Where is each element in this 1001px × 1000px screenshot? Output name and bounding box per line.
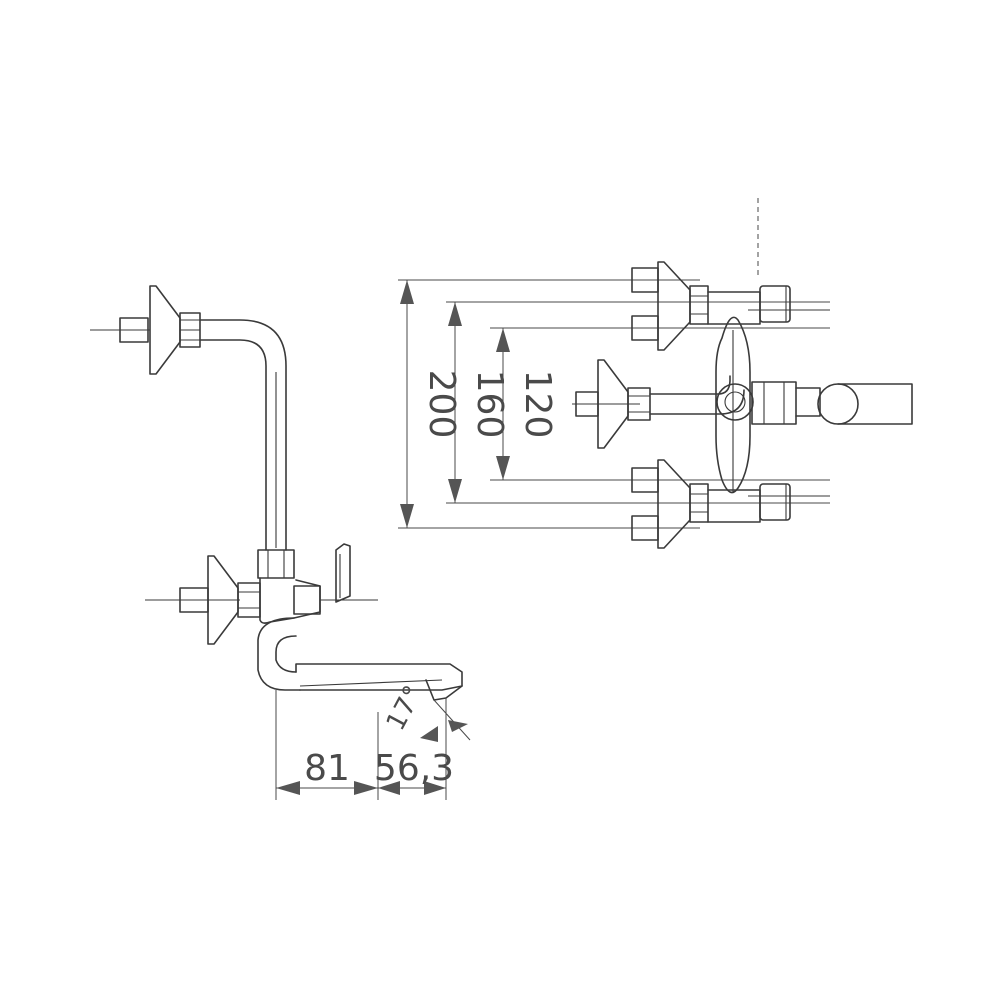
upper-wall-flange (90, 285, 201, 375)
lever-handle (335, 543, 351, 603)
dim-line-outlet-offset (378, 781, 446, 795)
cartridge-and-lever (751, 381, 913, 425)
lower-connector-pair (631, 459, 830, 549)
supply-pipe (199, 319, 287, 551)
dim-outlet-offset-label: 56,3 (374, 748, 454, 789)
angle-arrows (420, 720, 468, 742)
dim-line-spout-reach (276, 781, 378, 795)
dim-line-middle-spacing (448, 302, 462, 503)
upper-connector-pair (631, 261, 830, 351)
mixer-body (257, 543, 378, 624)
dim-middle-spacing-label: 160 (469, 370, 510, 439)
dim-spout-reach-label: 81 (304, 748, 350, 789)
spout (257, 617, 463, 701)
front-view: 200 160 120 (398, 198, 913, 549)
lever-handle-front (837, 383, 913, 425)
dim-line-outer-spacing (400, 280, 414, 528)
lower-wall-flange (145, 555, 261, 645)
dim-outlet-angle-label: 17° (381, 681, 429, 736)
side-view: 81 56,3 17° (90, 285, 471, 800)
dim-inner-spacing-label: 120 (517, 370, 558, 439)
center-flange (572, 359, 754, 449)
dim-line-inner-spacing (496, 328, 510, 480)
dim-outer-spacing-label: 200 (421, 370, 462, 439)
